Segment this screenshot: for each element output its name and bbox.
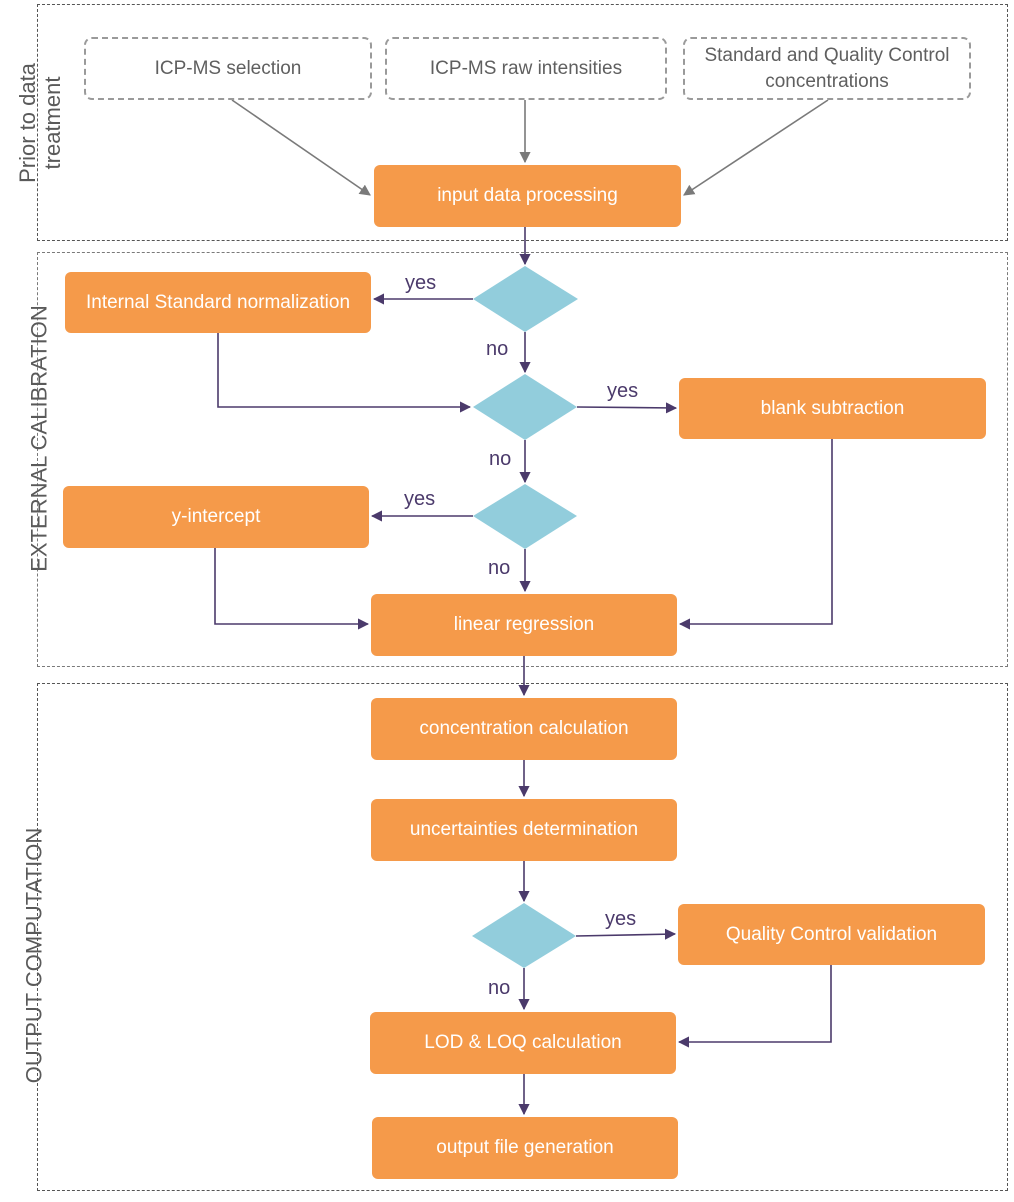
edge-label-no: no xyxy=(488,557,511,579)
arrow-isn-to-d2 xyxy=(217,333,472,413)
step-output-file-generation: output file generation xyxy=(372,1117,678,1179)
step-y-intercept: y-intercept xyxy=(63,486,369,548)
step-linear-regression: linear regression xyxy=(371,594,677,656)
input-standard-qc-concentrations: Standard and Quality Control concentrati… xyxy=(683,37,971,100)
step-input-data-processing: input data processing xyxy=(374,165,681,227)
input-icpms-raw-intensities: ICP-MS raw intensities xyxy=(385,37,667,100)
decision-diamond-intercept xyxy=(473,484,577,549)
arrow-d4-yes xyxy=(575,928,677,940)
input-icpms-selection: ICP-MS selection xyxy=(84,37,372,100)
edge-label-yes: yes xyxy=(405,272,437,294)
edge-label-yes: yes xyxy=(404,488,436,510)
step-concentration-calculation: concentration calculation xyxy=(371,698,677,760)
arrow-icpms-to-input xyxy=(231,99,371,196)
section-external-calibration xyxy=(37,252,1008,667)
arrow-blank-to-linreg xyxy=(678,439,833,630)
section-prior-to-treatment xyxy=(37,4,1008,241)
step-lod-loq-calculation: LOD & LOQ calculation xyxy=(370,1012,676,1074)
edge-label-yes: yes xyxy=(607,380,639,402)
decision-diamond-blank xyxy=(473,374,577,440)
step-uncertainties-determination: uncertainties determination xyxy=(371,799,677,861)
edge-label-yes: yes xyxy=(605,908,637,930)
decision-diamond-is xyxy=(473,266,578,332)
step-blank-subtraction: blank subtraction xyxy=(679,378,986,439)
edge-label-no: no xyxy=(486,338,509,360)
step-internal-standard-normalization: Internal Standard normalization xyxy=(65,272,371,333)
edge-label-no: no xyxy=(488,977,511,999)
section-output-computation xyxy=(37,683,1008,1191)
arrow-yint-to-linreg xyxy=(214,548,370,630)
arrow-stdqc-to-input xyxy=(683,99,829,196)
arrow-qcv-to-lod xyxy=(677,965,832,1048)
arrow-d2-yes xyxy=(576,402,678,414)
step-quality-control-validation: Quality Control validation xyxy=(678,904,985,965)
edge-label-no: no xyxy=(489,448,512,470)
decision-diamond-qc xyxy=(472,903,576,968)
